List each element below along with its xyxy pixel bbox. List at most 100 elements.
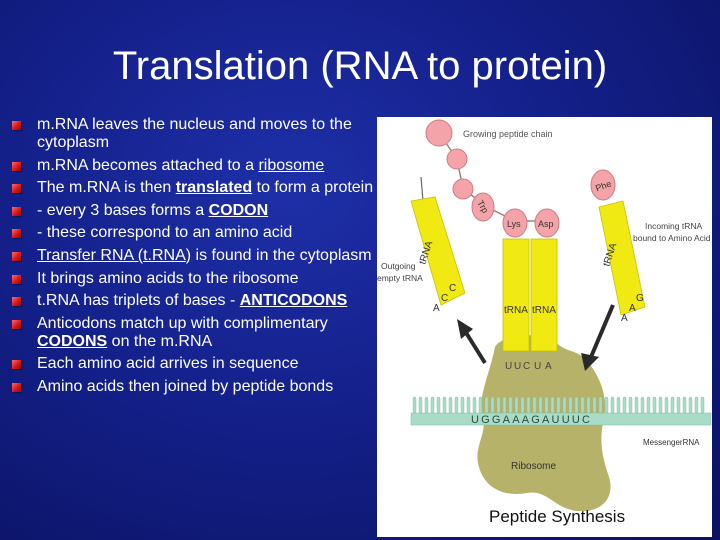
phe-amino-acid [590, 169, 616, 201]
left-anticodon-3: C [449, 283, 456, 294]
mrna-tooth [688, 396, 693, 414]
right-anticodon-2: A [629, 303, 636, 314]
amino-acid-bead [452, 178, 474, 200]
bullet-text: - these correspond to an amino acid [37, 224, 293, 242]
bullet-text: ) is found in the cytoplasm [185, 246, 372, 264]
mrna-tooth [586, 396, 591, 414]
bullet-text: Transfer RNA ( [37, 246, 144, 264]
bullet-item: - these correspond to an amino acid [12, 224, 380, 242]
mrna-tooth [496, 396, 501, 414]
mrna-tooth [436, 396, 441, 414]
mrna-tooth [532, 396, 537, 414]
trp-amino-acid [471, 192, 495, 222]
bullet-text: to form a protein [252, 179, 374, 197]
mrna-tooth [652, 396, 657, 414]
bullet-marker-icon [12, 382, 21, 392]
mrna-tooth [442, 396, 447, 414]
bullet-text: t.RNA has triplets of bases - [37, 292, 240, 310]
center-trna-label-right: tRNA [532, 305, 556, 316]
mrna-tooth [526, 396, 531, 414]
bullet-text: CODON [208, 201, 269, 219]
mrna-tooth [514, 396, 519, 414]
center-anticodon-4: U [534, 361, 541, 372]
bullet-text: ribosome [258, 156, 325, 174]
mrna-tooth [544, 396, 549, 414]
lys-label: Lys [507, 219, 521, 229]
messenger-rna-label: MessengerRNA [643, 438, 700, 447]
diagram-svg: UGGAAAGAUUUC MessengerRNA Ribosome Pepti… [377, 119, 712, 526]
mrna-tooth [676, 396, 681, 414]
mrna-tooth [412, 396, 417, 414]
mrna-tooth [538, 396, 543, 414]
left-anticodon-1: A [433, 303, 440, 314]
mrna-tooth [670, 396, 675, 414]
bullet-item: - every 3 bases forms a CODON [12, 202, 380, 220]
amino-acid-bead [446, 148, 468, 170]
mrna-tooth [508, 396, 513, 414]
bullet-marker-icon [12, 319, 21, 329]
mrna-tooth [634, 396, 639, 414]
incoming-label-2: bound to Amino Acid [633, 233, 711, 243]
mrna-teeth [412, 396, 705, 414]
bullet-item: Transfer RNA (t.RNA) is found in the cyt… [12, 247, 380, 265]
bullet-item: t.RNA has triplets of bases - ANTICODONS [12, 292, 380, 310]
center-trna-right [530, 238, 558, 352]
mrna-tooth [484, 396, 489, 414]
bullet-marker-icon [12, 184, 21, 194]
center-anticodon-3: C [523, 361, 530, 372]
mrna-tooth [574, 396, 579, 414]
center-anticodon-5: A [545, 361, 552, 372]
mrna-tooth [556, 396, 561, 414]
bullet-item: The m.RNA is then translated to form a p… [12, 179, 380, 197]
mrna-tooth [478, 396, 483, 414]
mrna-tooth [520, 396, 525, 414]
bullet-text: CODONS [37, 332, 108, 350]
mrna-tooth [640, 396, 645, 414]
mrna-tooth [430, 396, 435, 414]
mrna-tooth [448, 396, 453, 414]
bullet-item: m.RNA leaves the nucleus and moves to th… [12, 116, 380, 152]
outgoing-label-2: empty tRNA [377, 273, 423, 283]
bullet-text: on the m.RNA [107, 332, 213, 350]
outgoing-trna [410, 196, 466, 306]
bullet-text: translated [175, 179, 253, 197]
mrna-tooth [490, 396, 495, 414]
left-anticodon-2: C [441, 293, 448, 304]
mrna-tooth [598, 396, 603, 414]
outgoing-arrow [457, 319, 487, 365]
incoming-arrow [581, 304, 615, 371]
growing-chain-label: Growing peptide chain [463, 129, 553, 139]
mrna-tooth [646, 396, 651, 414]
bullet-marker-icon [12, 229, 21, 239]
trna-stem-line [420, 176, 424, 202]
asp-label: Asp [538, 219, 554, 229]
mrna-tooth [424, 396, 429, 414]
mrna-tooth [592, 396, 597, 414]
center-trna-left [502, 238, 530, 352]
mrna-tooth [418, 396, 423, 414]
mrna-tooth [472, 396, 477, 414]
bullet-text: Amino acids then joined by peptide bonds [37, 377, 334, 395]
center-anticodon-1: U [505, 361, 512, 372]
right-anticodon-3: G [636, 293, 644, 304]
outgoing-label-1: Outgoing [381, 261, 416, 271]
mrna-tooth [604, 396, 609, 414]
mrna-tooth [664, 396, 669, 414]
bullet-marker-icon [12, 251, 21, 261]
mrna-tooth [454, 396, 459, 414]
mrna-tooth [658, 396, 663, 414]
bullet-text: ANTICODONS [239, 292, 348, 310]
bullet-text: Anticodons match up with complimentary [37, 314, 328, 332]
incoming-trna [598, 200, 646, 316]
bullet-text: It brings amino acids to the ribosome [37, 269, 299, 287]
bullet-text: The m.RNA is then [37, 179, 176, 197]
mrna-tooth [622, 396, 627, 414]
bullet-item: Anticodons match up with complimentary C… [12, 315, 380, 351]
bullet-text: - every 3 bases forms a [37, 201, 209, 219]
mrna-tooth [610, 396, 615, 414]
bullet-item: It brings amino acids to the ribosome [12, 270, 380, 288]
slide-title: Translation (RNA to protein) [112, 44, 608, 88]
mrna-tooth [700, 396, 705, 414]
mrna-tooth [694, 396, 699, 414]
mrna-tooth [502, 396, 507, 414]
